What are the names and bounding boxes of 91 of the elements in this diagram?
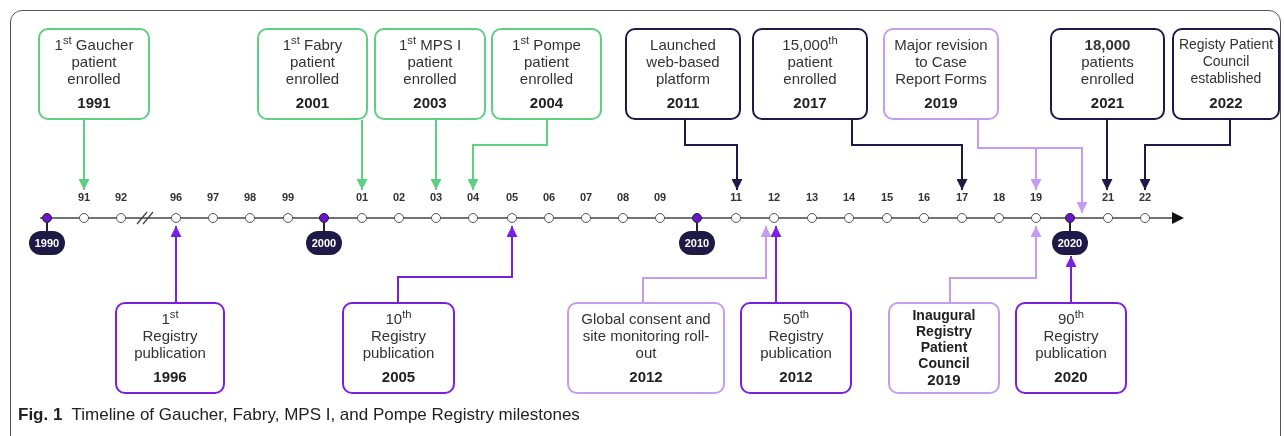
- arrow: [1101, 119, 1113, 191]
- milestone-text: 10$^{th}$ Registry publication: [361, 310, 436, 361]
- milestone-year: 2022: [1209, 94, 1243, 112]
- milestone-text: Launched web-based platform: [645, 36, 721, 87]
- arrow: [977, 119, 1088, 214]
- arrow: [851, 119, 968, 191]
- tick-label: 91: [77, 190, 91, 204]
- year-pill: 2020: [1051, 231, 1089, 255]
- milestone-box: [342, 302, 455, 394]
- arrow: [170, 225, 182, 303]
- tick-label: 15: [880, 190, 894, 204]
- tick-label: 98: [243, 190, 257, 204]
- milestone-text: 1$^{st}$ Gaucher patient enrolled: [54, 36, 134, 87]
- milestone-box: [38, 28, 150, 120]
- tick-label: 92: [114, 190, 128, 204]
- milestone-year: 1996: [153, 368, 187, 386]
- tick-label: 99: [281, 190, 295, 204]
- milestone-text: 18,000 patients enrolled: [1079, 36, 1136, 87]
- tick-label: 18: [992, 190, 1006, 204]
- milestone-text: 1$^{st}$ Pompe patient enrolled: [511, 36, 582, 87]
- arrow: [397, 225, 518, 303]
- tick-label: 06: [542, 190, 556, 204]
- milestone-year: 1991: [77, 94, 111, 112]
- milestone-year: 2005: [381, 368, 416, 386]
- tick-label: 03: [429, 190, 443, 204]
- arrow: [467, 119, 548, 191]
- year-pill: 2000: [305, 231, 343, 255]
- arrow: [1139, 119, 1231, 191]
- arrow: [1065, 255, 1077, 303]
- milestone-year: 2001: [295, 94, 330, 112]
- tick-label: 97: [206, 190, 220, 204]
- milestone-box: [567, 302, 725, 394]
- tick-label: 07: [579, 190, 593, 204]
- tick-label: 04: [466, 190, 480, 204]
- milestone-year: 2003: [413, 94, 447, 112]
- milestone-year: 2019: [924, 94, 958, 112]
- year-pill: 2010: [678, 231, 716, 255]
- milestone-year: 2020: [1054, 368, 1088, 386]
- tick-label: 17: [955, 190, 969, 204]
- tick-label: 05: [505, 190, 519, 204]
- arrow: [642, 225, 772, 303]
- tick-label: 01: [355, 190, 369, 204]
- milestone-text: 1$^{st}$ MPS I patient enrolled: [397, 36, 463, 87]
- milestone-box: [752, 28, 868, 120]
- milestone-year: 2012: [779, 368, 813, 386]
- year-pill: 1990: [28, 231, 66, 255]
- tick-label: 22: [1138, 190, 1152, 204]
- milestone-year: 2004: [529, 94, 564, 112]
- milestone-text: 1$^{st}$ Fabry patient enrolled: [281, 36, 344, 87]
- tick-label: 02: [392, 190, 406, 204]
- milestone-box: [1050, 28, 1165, 120]
- milestone-year: 2017: [793, 94, 827, 112]
- milestone-box: [1172, 28, 1280, 120]
- milestone-text: 15,000$^{th}$ patient enrolled: [781, 36, 839, 87]
- arrow: [78, 119, 90, 191]
- tick-label: 19: [1029, 190, 1043, 204]
- tick-label: 11: [730, 190, 742, 204]
- arrow: [430, 119, 442, 191]
- tick-label: 13: [805, 190, 819, 204]
- milestone-text: Major revision to Case Report Forms: [893, 36, 989, 87]
- milestone-year: 2012: [629, 368, 663, 386]
- milestone-year: 2019: [927, 371, 961, 389]
- tick-label: 08: [616, 190, 630, 204]
- tick-label: 12: [767, 190, 781, 204]
- milestone-text: 90$^{th}$ Registry publication: [1034, 310, 1108, 361]
- milestone-box: [257, 28, 368, 120]
- tick-label: 21: [1101, 190, 1115, 204]
- milestone-box: [883, 28, 999, 120]
- milestone-year: 2011: [666, 94, 700, 112]
- figure-caption: Fig. 1 Timeline of Gaucher, Fabry, MPS I, and Pompe Registry milestones: [18, 404, 580, 426]
- tick-label: 16: [917, 190, 931, 204]
- arrow: [356, 119, 368, 191]
- milestone-box: [625, 28, 741, 120]
- arrow: [684, 119, 743, 191]
- milestone-text: Registy Patient Council established: [1177, 36, 1275, 87]
- tick-label: 96: [169, 190, 183, 204]
- arrow: [770, 225, 782, 303]
- tick-label: 09: [653, 190, 667, 204]
- milestone-text: 1$^{st}$ Registry publication: [133, 310, 207, 361]
- milestone-box: [374, 28, 486, 120]
- milestone-box: [1015, 302, 1127, 394]
- milestone-box: [888, 302, 1000, 394]
- milestone-text: Inaugural Registry Patient Council: [911, 307, 977, 371]
- milestone-text: 50$^{th}$ Registry publication: [759, 310, 833, 361]
- tick-label: 14: [842, 190, 856, 204]
- milestone-box: [740, 302, 852, 394]
- milestone-box: [491, 28, 602, 120]
- milestone-year: 2021: [1090, 94, 1125, 112]
- arrow: [949, 225, 1042, 303]
- milestone-text: Global consent and site monitoring roll-out: [580, 310, 712, 361]
- milestone-box: [115, 302, 225, 394]
